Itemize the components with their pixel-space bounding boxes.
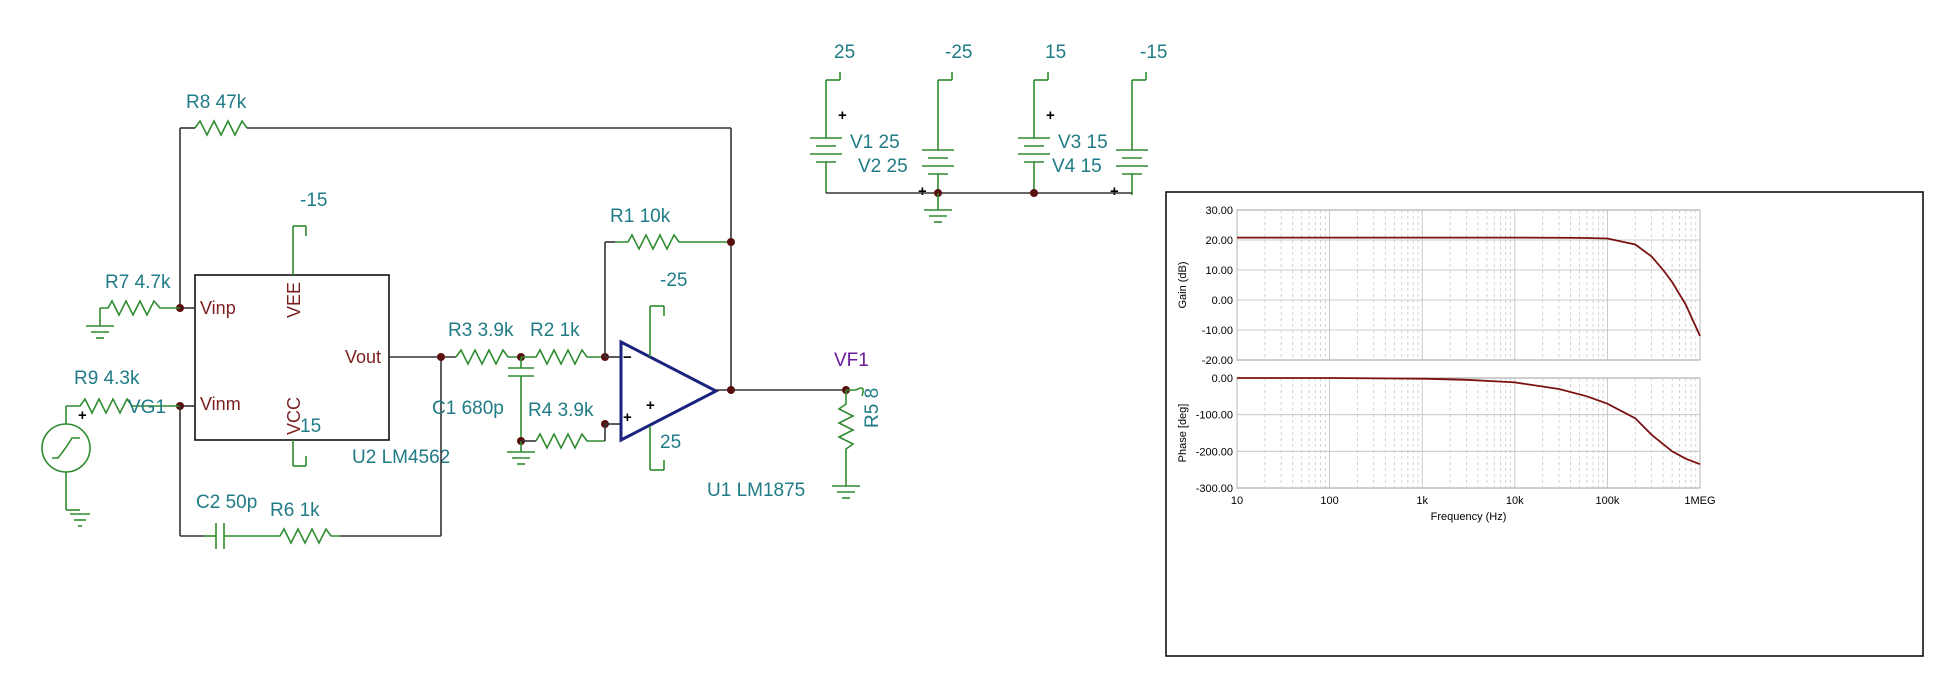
x-tick-label: 1MEG: [1684, 495, 1715, 507]
u2-pin-vinp: Vinp: [200, 298, 236, 318]
r4-label: R4 3.9k: [528, 400, 594, 421]
x-tick-label: 10: [1231, 495, 1243, 507]
u2-pin-vinm: Vinm: [200, 394, 241, 414]
u2-label: U2 LM4562: [352, 447, 450, 468]
u1-neg-rail-label: -25: [660, 270, 687, 291]
v1-rail-label: 25: [834, 42, 855, 63]
u2-vee-supply: [292, 225, 307, 275]
c2-capacitor[interactable]: [205, 523, 262, 549]
y-tick-label-0: -10.00: [1202, 325, 1233, 337]
x-tick-label: 100: [1320, 495, 1338, 507]
y-tick-label-0: 10.00: [1205, 265, 1233, 277]
series-line-0: [1237, 236, 1701, 337]
u1-label: U1 LM1875: [707, 480, 805, 501]
power-supply-block: + 25 V1 25 + -25 V2 25 + 15 V: [810, 42, 1167, 223]
svg-text:+: +: [838, 107, 847, 124]
svg-text:+: +: [1110, 183, 1119, 200]
v4-label: V4 15: [1052, 156, 1102, 177]
r6-resistor[interactable]: [262, 527, 340, 545]
x-tick-label: 1k: [1416, 495, 1428, 507]
r2-label: R2 1k: [530, 320, 580, 341]
bode-chart: 30.00 20.00 10.00 0.00 -10.00 -20.00 Gain (dB)…: [1177, 205, 1716, 523]
r4-resistor[interactable]: [535, 432, 605, 450]
v3-rail-label: 15: [1045, 42, 1066, 63]
u1-minus-sign: −: [623, 349, 632, 366]
r2-resistor[interactable]: [521, 348, 605, 366]
c2-label: C2 50p: [196, 492, 257, 513]
r3-label: R3 3.9k: [448, 320, 514, 341]
y-tick-label-1: -100.00: [1196, 410, 1233, 422]
u2-pin-vee: VEE: [284, 282, 304, 318]
v2-label: V2 25: [858, 156, 908, 177]
c1-label: C1 680p: [432, 398, 504, 419]
c1-ground-icon: [507, 441, 535, 465]
u2-pin-vout: Vout: [345, 347, 381, 367]
r7-ground-icon: [86, 308, 114, 339]
series-line-1: [1237, 377, 1701, 466]
v3-battery[interactable]: +: [1018, 72, 1055, 193]
v4-battery[interactable]: +: [1110, 72, 1148, 200]
r9-resistor[interactable]: [66, 397, 180, 415]
u1-opamp[interactable]: [619, 305, 720, 471]
r5-ground-icon: [832, 482, 860, 499]
y-tick-label-0: -20.00: [1202, 355, 1233, 367]
y-tick-label-0: 0.00: [1212, 295, 1233, 307]
power-ground-icon: [924, 193, 952, 223]
vg1-signal-generator[interactable]: +: [41, 406, 91, 527]
y-tick-label-1: 0.00: [1212, 373, 1233, 385]
svg-text:+: +: [78, 407, 87, 424]
x-tick-label: 100k: [1595, 495, 1619, 507]
v2-rail-label: -25: [945, 42, 972, 63]
r5-resistor[interactable]: [837, 390, 855, 482]
r7-resistor[interactable]: [100, 299, 180, 317]
x-axis-label: Frequency (Hz): [1431, 511, 1507, 523]
r5-label: R5 8: [862, 388, 883, 428]
x-tick-label: 10k: [1506, 495, 1524, 507]
u2-vcc-rail-label: 15: [300, 416, 321, 437]
r3-resistor[interactable]: [455, 348, 521, 366]
v3-label: V3 15: [1058, 132, 1108, 153]
v4-rail-label: -15: [1140, 42, 1167, 63]
r1-label: R1 10k: [610, 206, 671, 227]
svg-text:+: +: [918, 183, 927, 200]
u2-vcc-supply: [292, 440, 307, 467]
v1-label: V1 25: [850, 132, 900, 153]
c1-capacitor[interactable]: [508, 357, 534, 441]
y-axis-label-0: Gain (dB): [1177, 261, 1189, 308]
r8-label: R8 47k: [186, 92, 247, 113]
vf1-label: VF1: [834, 350, 869, 371]
y-tick-label-1: -300.00: [1196, 483, 1233, 495]
u1-plus-sign-inner: +: [646, 397, 655, 414]
r1-resistor[interactable]: [615, 233, 731, 251]
u1-pos-rail-label: 25: [660, 432, 681, 453]
y-tick-label-0: 20.00: [1205, 235, 1233, 247]
svg-text:+: +: [1046, 107, 1055, 124]
y-tick-label-1: -200.00: [1196, 446, 1233, 458]
r9-label: R9 4.3k: [74, 368, 140, 389]
vf1-probe[interactable]: [846, 387, 864, 397]
v2-battery[interactable]: +: [918, 72, 954, 200]
r7-label: R7 4.7k: [105, 272, 171, 293]
u2-pin-vcc: VCC: [284, 397, 304, 435]
vg1-label: VG1: [128, 397, 166, 418]
r6-label: R6 1k: [270, 500, 320, 521]
u2-vee-rail-label: -15: [300, 190, 327, 211]
v1-battery[interactable]: +: [810, 72, 847, 193]
y-tick-label-0: 30.00: [1205, 205, 1233, 217]
r8-resistor[interactable]: [194, 119, 248, 137]
bode-plot-window[interactable]: [1165, 191, 1924, 657]
y-axis-label-1: Phase [deg]: [1177, 404, 1189, 463]
u1-plus-sign: +: [623, 409, 632, 426]
